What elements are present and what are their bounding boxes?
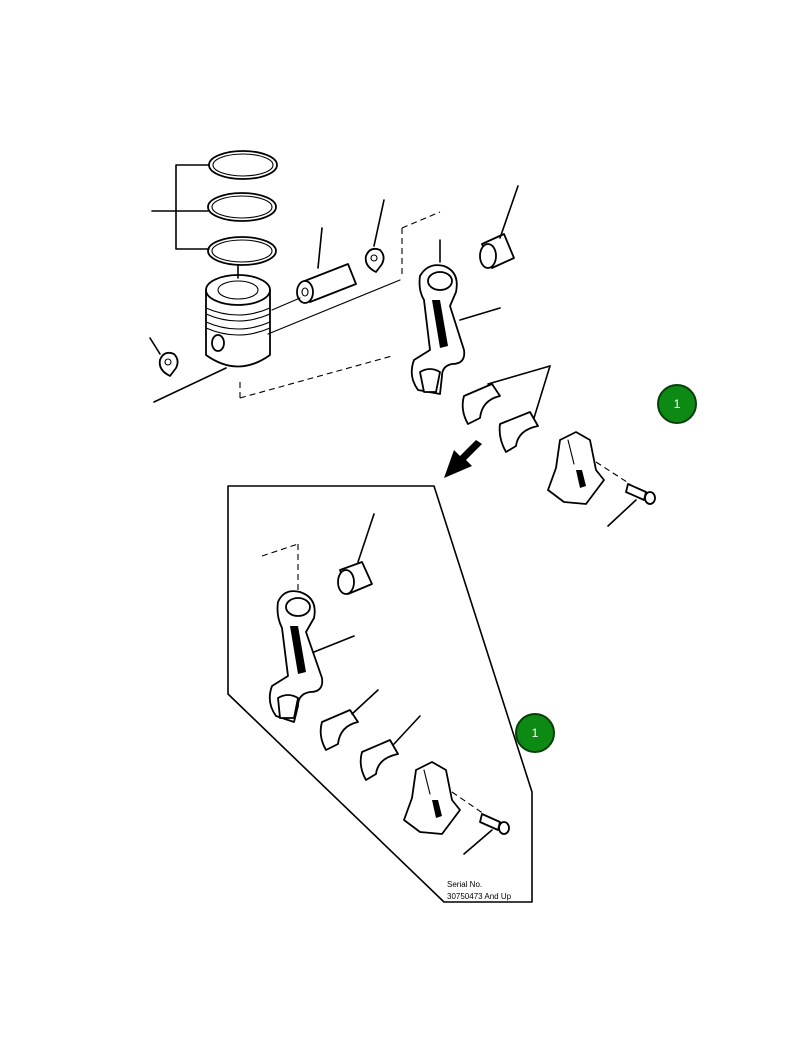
bushing-icon [479,185,519,269]
serial-number-label: Serial No. [447,880,483,889]
bearing-shell-icon [461,365,551,453]
connecting-rod-icon [410,239,501,395]
direction-arrow-icon [444,440,482,478]
leader-line [267,279,401,335]
cap-screw-icon [451,791,510,855]
rod-cap-icon [403,761,461,835]
leader-line [153,367,227,403]
callout-1-button[interactable]: 1 [515,713,555,753]
retaining-ring-icon [149,199,385,377]
ring-bracket [151,164,210,250]
callout-1-button[interactable]: 1 [657,384,697,424]
rod-cap-icon [547,431,605,505]
bearing-shell-icon [319,689,421,781]
centerline [401,211,441,229]
leader-line [271,297,301,311]
inset-panel [227,485,533,903]
cap-screw-icon [595,461,656,527]
serial-number-range: 30750473 And Up [447,892,512,901]
connecting-rod-icon [261,543,355,723]
bushing-icon [337,513,375,595]
piston-pin-icon [296,227,357,304]
centerline [239,355,393,399]
piston-ring-icon [207,150,278,266]
piston-icon [205,265,271,368]
